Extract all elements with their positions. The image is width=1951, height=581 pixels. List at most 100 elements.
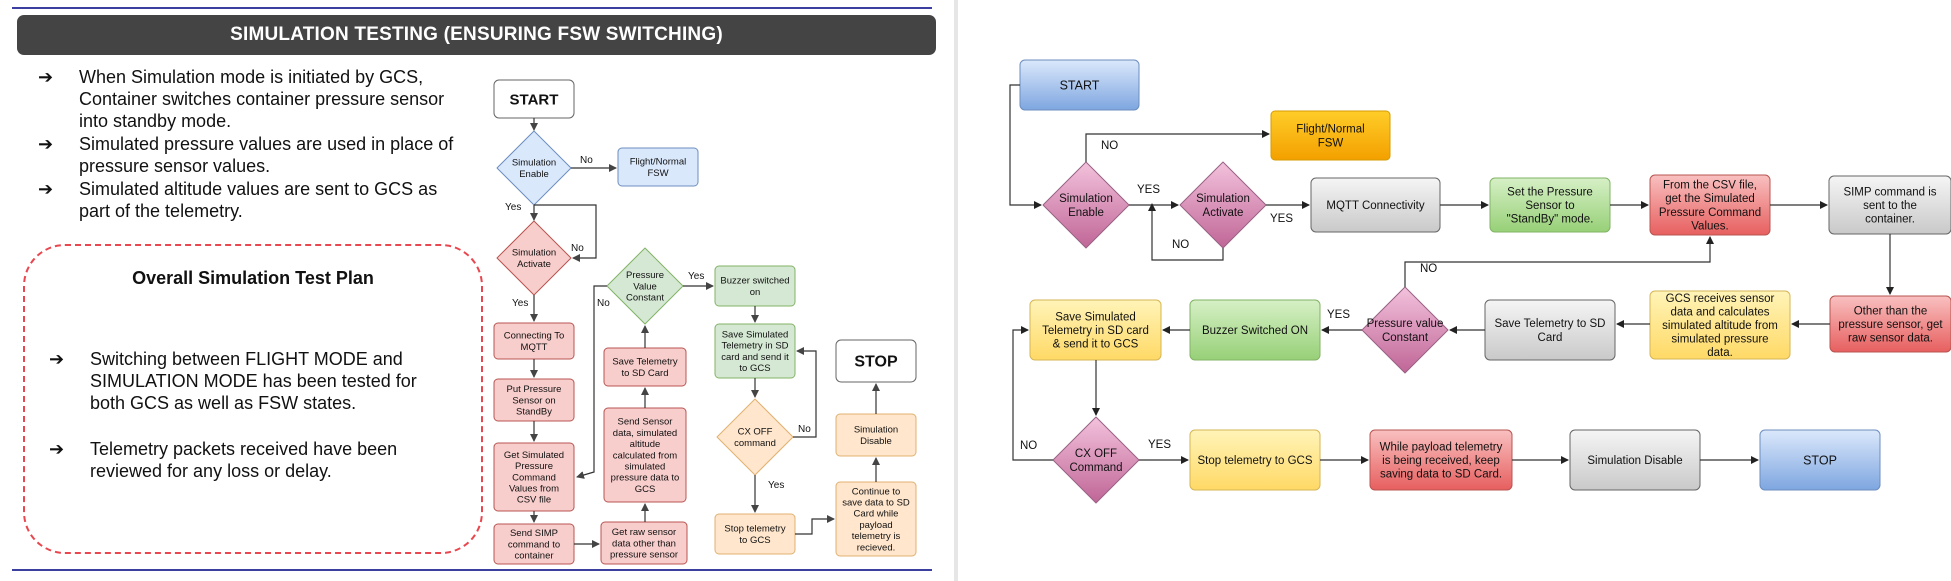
bullet-arrow-icon: ➔ bbox=[38, 179, 54, 199]
bullet-text: Simulated altitude values are sent to GC… bbox=[79, 179, 438, 221]
edge-label: No bbox=[571, 243, 584, 254]
edge-label: No bbox=[798, 424, 811, 435]
bullet-text: When Simulation mode is initiated by GCS… bbox=[79, 67, 445, 131]
connector bbox=[576, 285, 607, 479]
rf-mqtt: MQTT Connectivity bbox=[1310, 177, 1441, 233]
edge-label: Yes bbox=[512, 298, 528, 309]
connector bbox=[1085, 130, 1270, 162]
edge-label: NO bbox=[1172, 239, 1189, 251]
connector bbox=[1148, 203, 1224, 261]
rf-sim-disable-label: Simulation Disable bbox=[1587, 455, 1682, 467]
edge-label: YES bbox=[1327, 309, 1350, 321]
connector bbox=[795, 515, 835, 535]
bullet-arrow-icon: ➔ bbox=[38, 134, 54, 154]
rf-buzzer-label: Buzzer Switched ON bbox=[1202, 325, 1308, 337]
connector bbox=[534, 204, 597, 262]
edge-label: NO bbox=[1420, 263, 1437, 275]
bullet-arrow-icon: ➔ bbox=[38, 67, 54, 87]
slide-title: SIMULATION TESTING (ENSURING FSW SWITCHI… bbox=[17, 15, 936, 55]
edge-label: No bbox=[580, 155, 593, 166]
edge-label: Yes bbox=[768, 480, 784, 491]
lf-stop: STOP bbox=[835, 339, 917, 383]
rf-buzzer: Buzzer Switched ON bbox=[1189, 299, 1321, 361]
connector bbox=[793, 347, 817, 438]
plan-box: Overall Simulation Test Plan ➔ Switching … bbox=[23, 244, 483, 554]
edge-label: Yes bbox=[505, 202, 521, 213]
slide-panel: SIMULATION TESTING (ENSURING FSW SWITCHI… bbox=[0, 0, 954, 581]
top-rule bbox=[12, 7, 932, 9]
rf-stop: STOP bbox=[1759, 429, 1881, 491]
bullet-text: Simulated pressure values are used in pl… bbox=[79, 134, 454, 176]
bottom-rule bbox=[12, 569, 932, 571]
panel-divider bbox=[954, 0, 958, 581]
edge-label: NO bbox=[1101, 140, 1118, 152]
rf-stop-tel: Stop telemetry to GCS bbox=[1189, 429, 1321, 491]
rf-stop-tel-label: Stop telemetry to GCS bbox=[1197, 455, 1312, 467]
rf-mqtt-label: MQTT Connectivity bbox=[1326, 200, 1424, 212]
rf-start: START bbox=[1019, 59, 1140, 111]
edge-label: No bbox=[597, 298, 610, 309]
connector bbox=[1404, 236, 1714, 287]
plan-title: Overall Simulation Test Plan bbox=[132, 268, 374, 288]
edge-label: YES bbox=[1137, 184, 1160, 196]
lf-start-label: START bbox=[510, 91, 559, 108]
plan-arrow-icon: ➔ bbox=[49, 439, 65, 459]
edge-label: NO bbox=[1020, 440, 1037, 452]
rf-sim-disable: Simulation Disable bbox=[1569, 429, 1701, 491]
